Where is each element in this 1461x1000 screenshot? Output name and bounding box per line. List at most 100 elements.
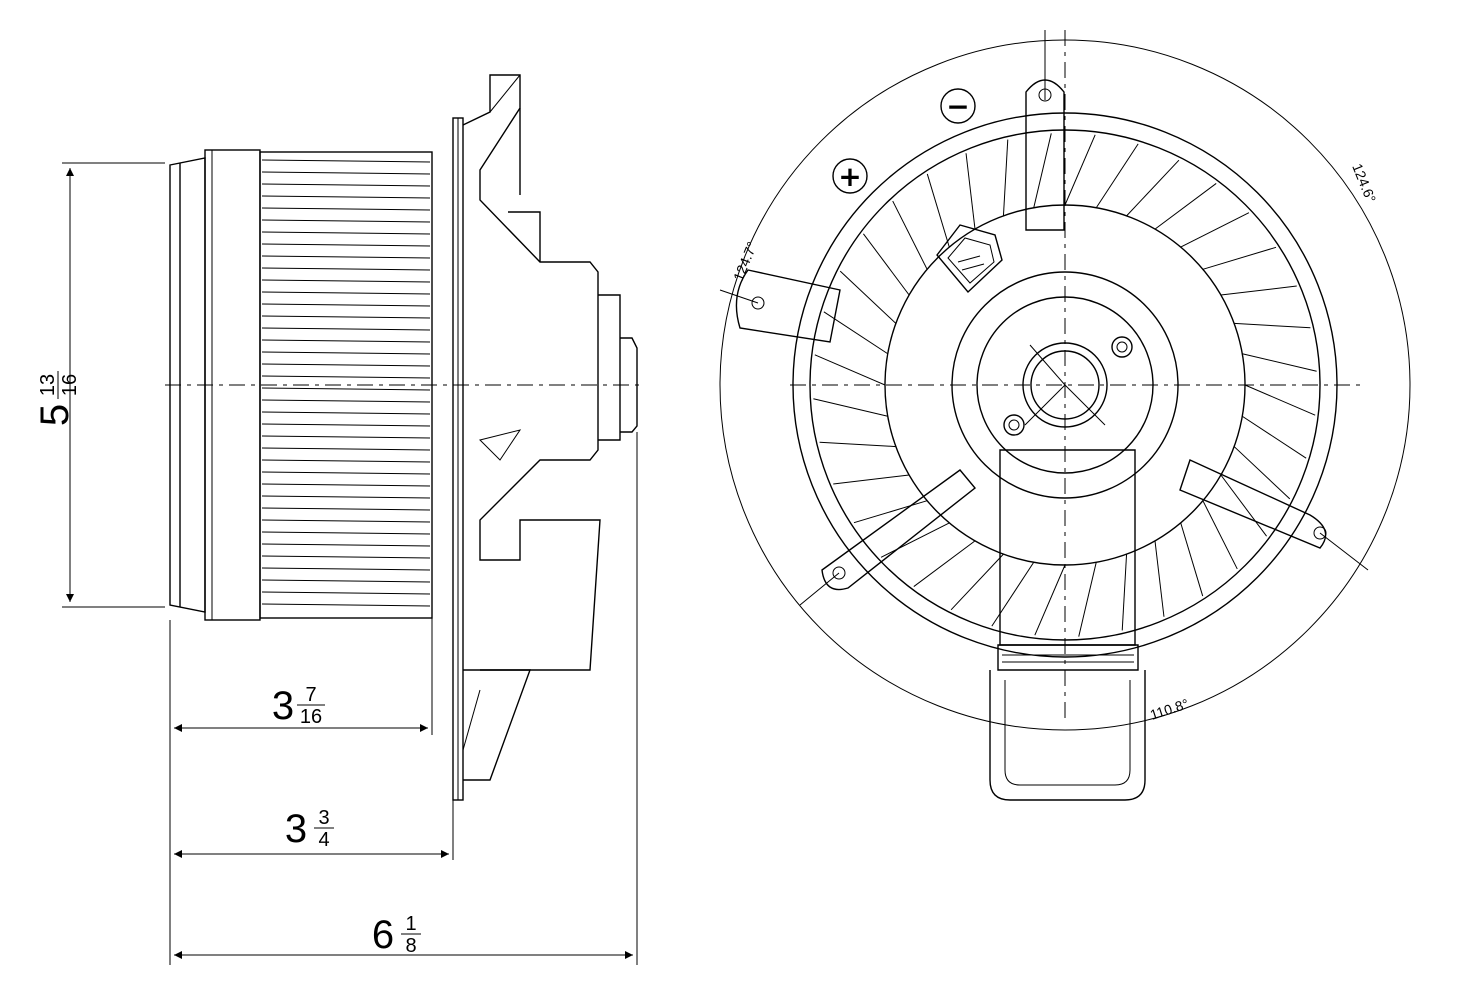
- fan-blade-line: [261, 159, 431, 163]
- side-view: 5 13 16 3 7 16 3 3 4 6 1 8: [33, 74, 640, 965]
- fan-spoke: [926, 173, 950, 248]
- fan-spoke: [913, 540, 976, 587]
- fan-blade-line: [261, 435, 431, 439]
- fan-spoke: [823, 311, 889, 355]
- motor-housing-side: [462, 74, 601, 671]
- electrical-connector: [936, 224, 1003, 294]
- fan-blade-line: [261, 183, 431, 187]
- fan-blade-line: [261, 531, 431, 535]
- fan-spoke: [813, 398, 888, 417]
- fan-blade-line: [261, 171, 431, 175]
- fan-blade-line: [261, 555, 431, 559]
- fan-blade-line: [261, 579, 431, 583]
- svg-text:3: 3: [318, 807, 329, 829]
- fan-blade-line: [261, 231, 431, 235]
- fan-blade-line: [261, 327, 431, 331]
- fan-blade-line: [261, 363, 431, 367]
- fan-spokes: [813, 133, 1317, 637]
- fan-blade-line: [261, 423, 431, 427]
- flange-depth-label: 3 3 4: [285, 807, 334, 851]
- fan-spoke: [1095, 143, 1139, 209]
- fan-blade-line: [261, 603, 431, 607]
- svg-text:5: 5: [33, 404, 77, 426]
- fan-spoke: [892, 200, 928, 270]
- fan-blade-line: [261, 507, 431, 511]
- fan-blade-line: [261, 447, 431, 451]
- fan-spoke: [1033, 133, 1052, 208]
- fan-spoke: [819, 441, 896, 448]
- svg-text:6: 6: [372, 913, 394, 957]
- fan-spoke: [991, 561, 1035, 627]
- fan-blade-line: [261, 207, 431, 211]
- fan-spoke: [1180, 522, 1204, 597]
- svg-text:−: −: [946, 90, 969, 123]
- fan-blade-line: [261, 591, 431, 595]
- fan-spoke: [950, 553, 1004, 611]
- fan-spoke: [1180, 212, 1250, 248]
- fan-blade-line: [261, 351, 431, 355]
- motor-tail: [999, 449, 1136, 646]
- fan-blade-line: [261, 459, 431, 463]
- svg-text:1: 1: [405, 913, 416, 935]
- left-mounting-ear: [735, 269, 841, 343]
- svg-text:16: 16: [59, 374, 81, 396]
- fan-blade-line: [261, 399, 431, 403]
- fan-spoke: [1234, 322, 1311, 329]
- fan-spoke: [880, 522, 950, 558]
- fan-blade-line: [261, 267, 431, 271]
- plus-terminal-marker: +: [832, 158, 868, 194]
- svg-text:+: +: [838, 160, 861, 193]
- angle-label-right: 124.6°: [1349, 161, 1379, 205]
- fan-spoke: [1154, 540, 1165, 617]
- fan-blade-line: [261, 339, 431, 343]
- svg-text:16: 16: [300, 706, 322, 728]
- fan-blade-line: [261, 243, 431, 247]
- fan-blade-line: [261, 495, 431, 499]
- svg-text:13: 13: [37, 374, 59, 396]
- angle-label-left: 124.7°: [730, 239, 760, 283]
- fan-spoke: [1220, 285, 1297, 296]
- fan-spoke: [1078, 562, 1097, 637]
- fan-blade-line: [261, 255, 431, 259]
- fan-blade-line: [261, 279, 431, 283]
- overall-depth-label: 6 1 8: [372, 913, 421, 957]
- svg-text:7: 7: [305, 684, 316, 706]
- fan-spoke: [833, 474, 910, 485]
- fan-spoke: [1242, 353, 1317, 372]
- fan-blade-line: [261, 195, 431, 199]
- fan-spoke: [965, 153, 976, 230]
- fan-blade-line: [261, 519, 431, 523]
- svg-text:3: 3: [272, 684, 294, 728]
- angle-label-bottom: 110.8°: [1148, 695, 1191, 722]
- fan-blade-line: [261, 291, 431, 295]
- fan-blade-line: [261, 567, 431, 571]
- fan-blades: [261, 159, 431, 607]
- fan-spoke: [853, 500, 928, 524]
- fan-blade-line: [261, 411, 431, 415]
- fan-blade-line: [261, 387, 431, 391]
- svg-text:8: 8: [405, 935, 416, 957]
- fan-spoke: [839, 270, 897, 324]
- fan-spoke: [1154, 183, 1217, 230]
- fan-depth-label: 3 7 16: [272, 684, 325, 728]
- top-mounting-ear: [1025, 79, 1065, 231]
- fan-spoke: [1244, 384, 1316, 416]
- fan-spoke: [1202, 500, 1238, 570]
- fan-blade-line: [261, 303, 431, 307]
- fan-spoke: [1064, 134, 1096, 206]
- motor-connector-shroud: [989, 670, 1146, 801]
- front-view: − + 124.7° 124.6° 110.8°: [719, 30, 1411, 801]
- fan-blade-line: [261, 375, 431, 379]
- mount-screw: [1111, 336, 1133, 358]
- fan-spoke: [1121, 554, 1128, 631]
- fan-spoke: [1002, 139, 1009, 216]
- fan-spoke: [814, 354, 886, 386]
- fan-spoke: [1202, 246, 1277, 270]
- fan-blade-line: [261, 219, 431, 223]
- bottom-right-mounting-ear: [1179, 459, 1327, 549]
- fan-blade-line: [261, 543, 431, 547]
- fan-spoke: [1034, 564, 1066, 636]
- fan-spoke: [1220, 474, 1267, 537]
- fan-spoke: [863, 233, 910, 296]
